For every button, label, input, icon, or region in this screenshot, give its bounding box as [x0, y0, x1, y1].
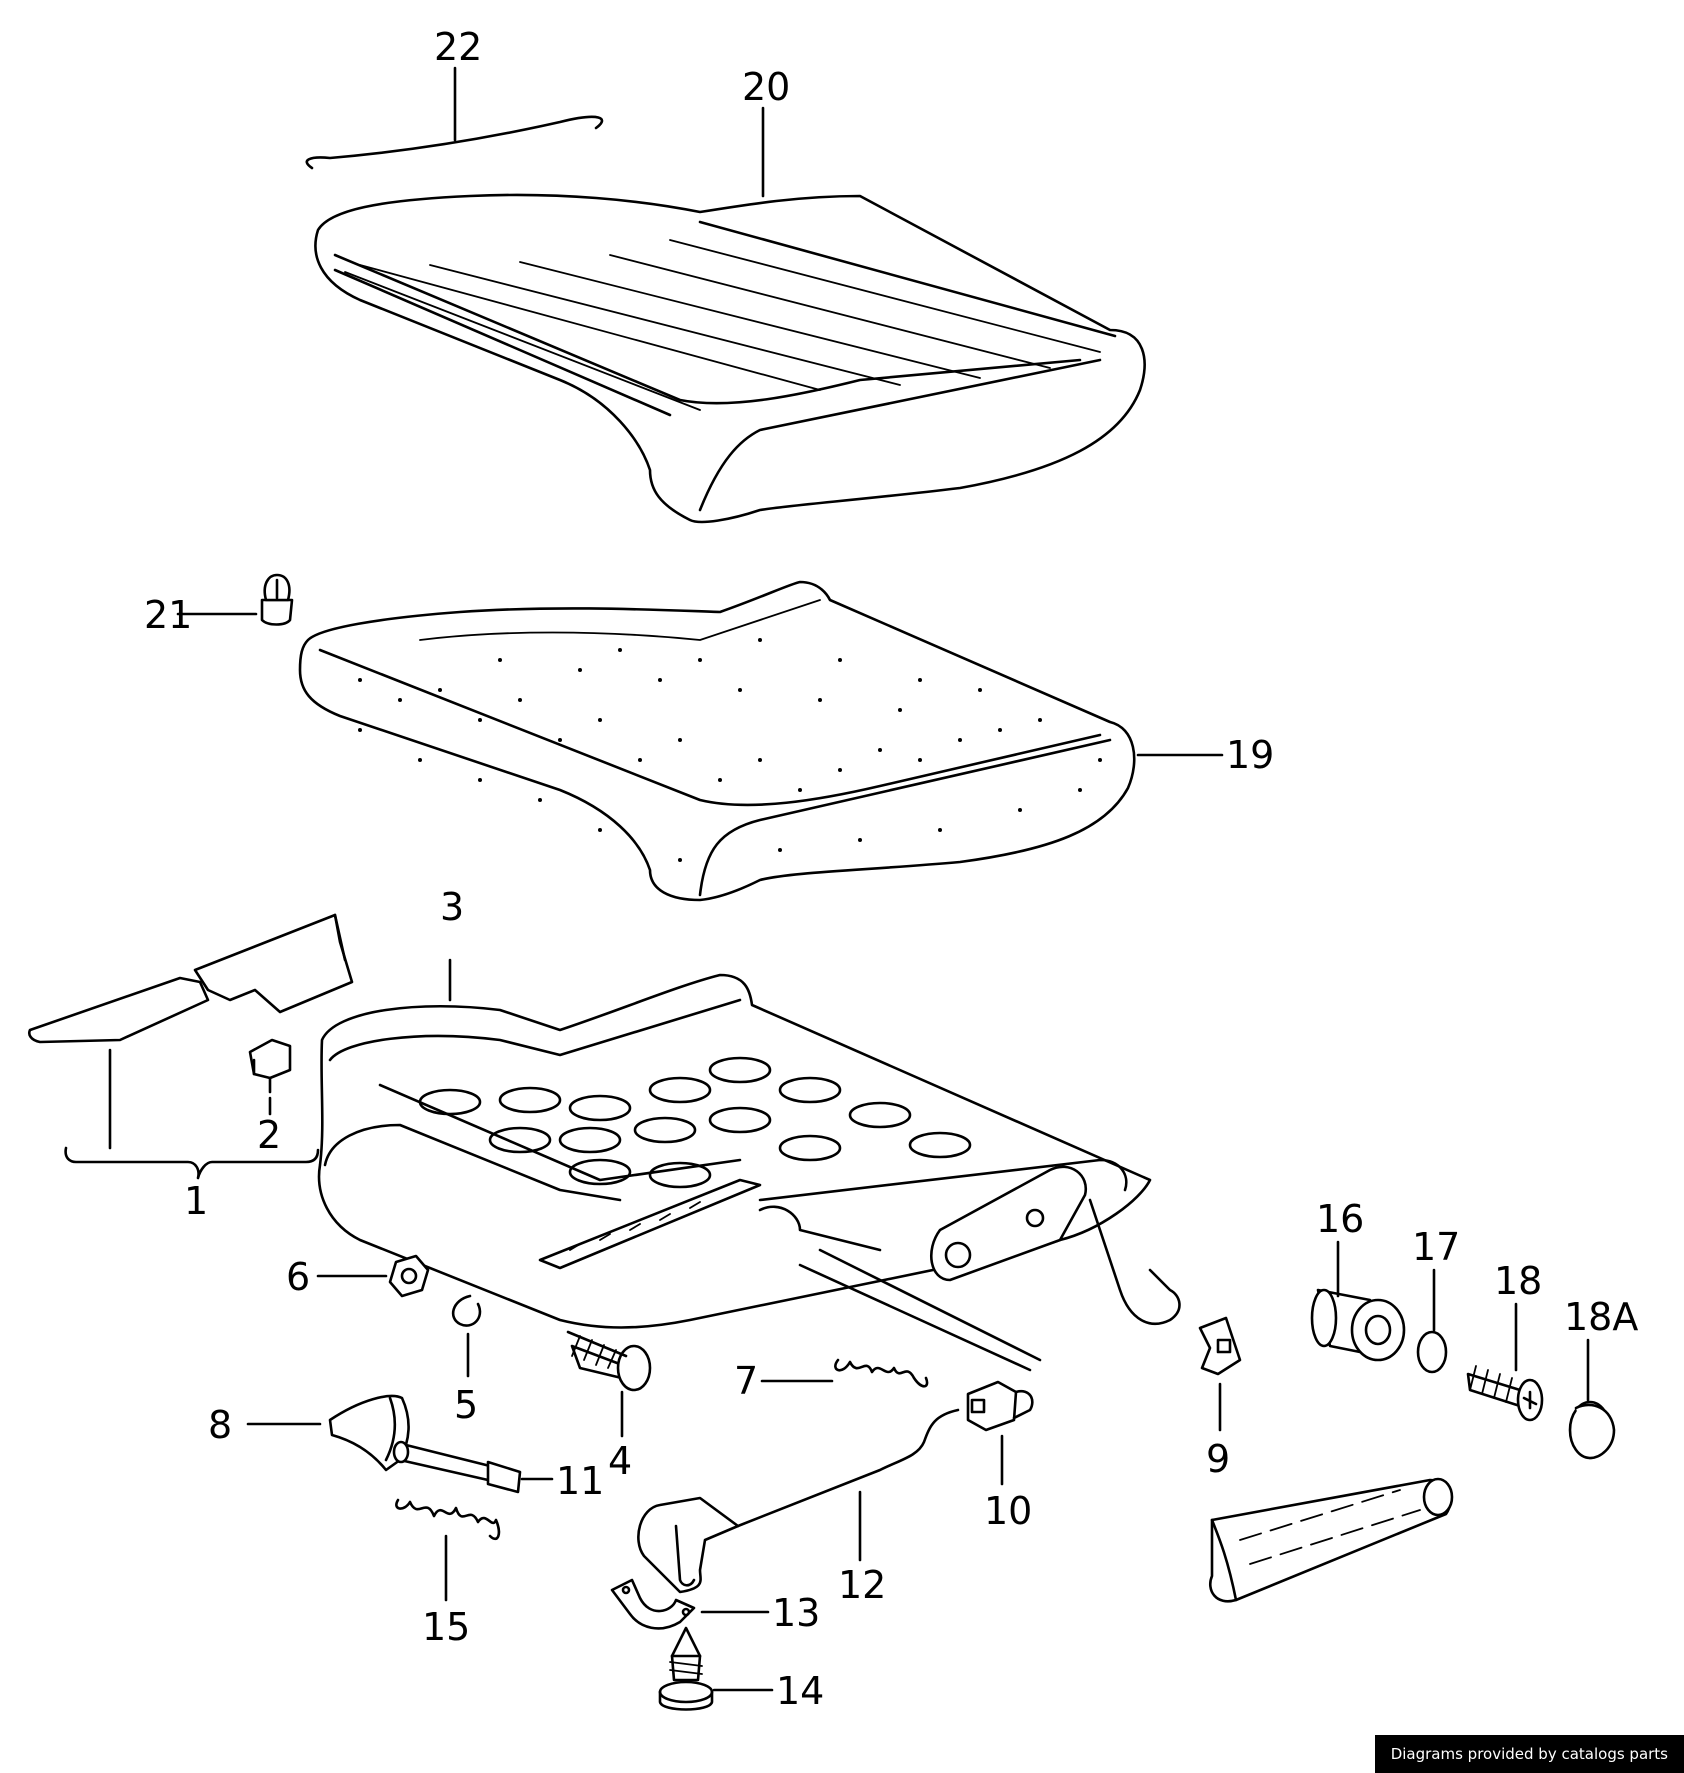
callout-15: 15 — [422, 1605, 470, 1649]
part-10-bracket — [966, 1380, 1034, 1486]
part-13-clamp — [610, 1578, 770, 1630]
callout-21: 21 — [144, 593, 192, 637]
part-tube — [1209, 1477, 1454, 1603]
callout-10: 10 — [984, 1489, 1032, 1533]
part-17-washer — [1416, 1268, 1448, 1374]
callout-12: 12 — [838, 1563, 886, 1607]
callout-9: 9 — [1206, 1437, 1230, 1481]
part-18a-cap — [1568, 1338, 1616, 1460]
part-18-screw — [1466, 1302, 1544, 1422]
callout-11: 11 — [556, 1459, 604, 1503]
part-5-circlip — [451, 1294, 482, 1378]
part-1-side-trim — [28, 913, 354, 1180]
callout-2: 2 — [257, 1113, 281, 1157]
part-3-seat-frame — [317, 958, 1181, 1372]
part-9-clip — [1198, 1316, 1242, 1432]
callout-4: 4 — [608, 1439, 632, 1483]
part-20-seat-cover — [314, 193, 1146, 524]
part-22-wire — [305, 115, 604, 170]
callout-7: 7 — [734, 1359, 758, 1403]
callout-14: 14 — [776, 1669, 824, 1713]
callout-5: 5 — [454, 1383, 478, 1427]
part-15-spring — [395, 1498, 501, 1602]
cushion-texture-dots — [358, 638, 1102, 862]
callout-6: 6 — [286, 1255, 310, 1299]
callout-18: 18 — [1494, 1259, 1542, 1303]
credit-badge: Diagrams provided by catalogs parts — [1374, 1735, 1684, 1773]
callout-8: 8 — [208, 1403, 232, 1447]
part-6-nut — [316, 1254, 430, 1298]
callout-18a: 18A — [1564, 1295, 1638, 1339]
callout-17: 17 — [1412, 1225, 1460, 1269]
callout-labels: 22 20 21 19 3 2 1 6 5 4 7 8 11 15 12 10 … — [144, 25, 1638, 1713]
callout-19: 19 — [1226, 733, 1274, 777]
part-19-seat-cushion — [298, 580, 1224, 902]
part-8-lever-cover — [246, 1394, 410, 1472]
part-16-bushing — [1310, 1240, 1406, 1362]
part-11-pin — [392, 1440, 554, 1494]
part-2-clip — [248, 1038, 292, 1116]
callout-3: 3 — [440, 885, 464, 929]
callout-20: 20 — [742, 65, 790, 109]
part-14-screw — [658, 1626, 774, 1711]
part-12-release-rod — [637, 1408, 960, 1594]
part-7-spring — [760, 1358, 929, 1388]
part-21-clip — [176, 573, 294, 626]
callout-22: 22 — [434, 25, 482, 69]
callout-16: 16 — [1316, 1197, 1364, 1241]
callout-13: 13 — [772, 1591, 820, 1635]
part-4-bolt — [566, 1330, 652, 1438]
callout-1: 1 — [184, 1179, 208, 1223]
